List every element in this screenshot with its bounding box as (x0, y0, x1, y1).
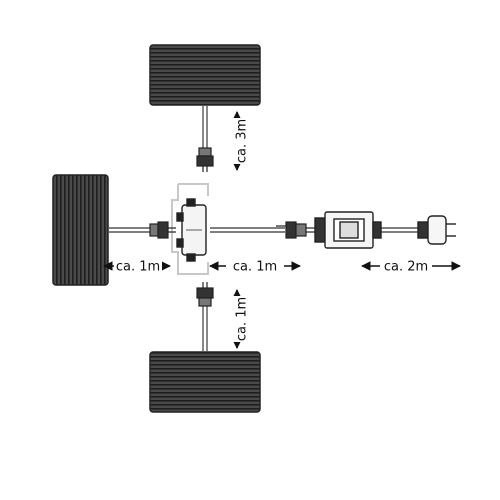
connector-bottom (196, 282, 214, 307)
guide-outline (171, 183, 209, 275)
label-power-cable: ca. 2m (384, 260, 428, 275)
light-panel-top (149, 44, 261, 106)
label-left-cable: ca. 1m (116, 260, 160, 275)
cables (108, 105, 418, 352)
connector-right (276, 221, 315, 239)
label-top-cable: ca. 3m (235, 119, 250, 163)
label-bottom-cable: ca. 1m (235, 297, 250, 341)
light-panel-left (52, 174, 109, 286)
transformer (314, 211, 382, 249)
label-right-cable: ca. 1m (233, 260, 277, 275)
connector-top (196, 147, 214, 172)
splitter (176, 198, 207, 262)
light-panel-bottom (149, 351, 261, 413)
power-plug (417, 215, 456, 245)
connector-left (149, 221, 176, 239)
